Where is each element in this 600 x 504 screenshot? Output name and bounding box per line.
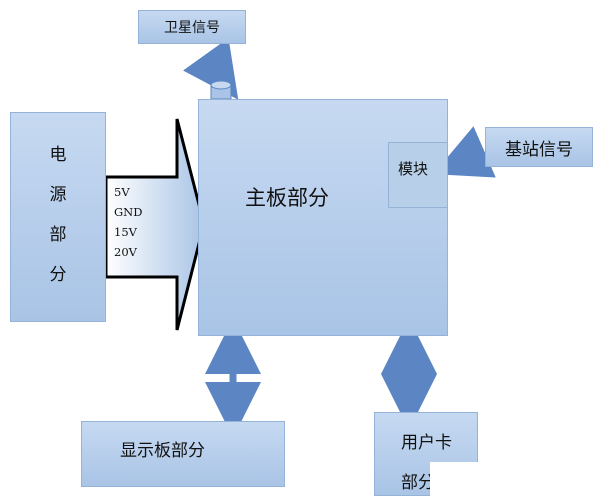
module-label: 模块 (398, 160, 429, 178)
power-section-box: 电 源 部 分 (10, 112, 106, 322)
user-card-line: 用户卡 (401, 433, 452, 453)
display-board-label: 显示板部分 (120, 441, 205, 461)
signal-gnd: GND (114, 205, 143, 219)
main-board-label: 主板部分 (245, 186, 329, 210)
base-station-arrow (433, 126, 496, 178)
signal-15v: 15V (114, 225, 137, 239)
satellite-signal-box: 卫星信号 (138, 10, 246, 44)
power-flow-arrow (104, 118, 206, 331)
base-station-signal-box: 基站信号 (485, 127, 593, 167)
cropped-corner (430, 462, 480, 504)
display-board-box: 显示板部分 (81, 421, 285, 487)
base-station-signal-label: 基站信号 (505, 139, 573, 160)
antenna-icon (210, 80, 232, 100)
power-section-label: 电 源 部 分 (11, 135, 105, 295)
satellite-arrow (182, 37, 239, 100)
user-card-line: 部分 (401, 473, 435, 493)
module-box: 模块 (388, 142, 448, 208)
power-char: 分 (49, 265, 67, 285)
signal-20v: 20V (114, 245, 137, 259)
signal-5v: 5V (114, 185, 130, 199)
satellite-signal-label: 卫星信号 (164, 20, 220, 36)
power-char: 电 (49, 145, 67, 165)
main-board-box: 主板部分 (198, 99, 448, 336)
power-char: 部 (49, 225, 67, 245)
power-signal-list: 5V GND 15V 20V (114, 182, 142, 262)
power-char: 源 (49, 185, 67, 205)
